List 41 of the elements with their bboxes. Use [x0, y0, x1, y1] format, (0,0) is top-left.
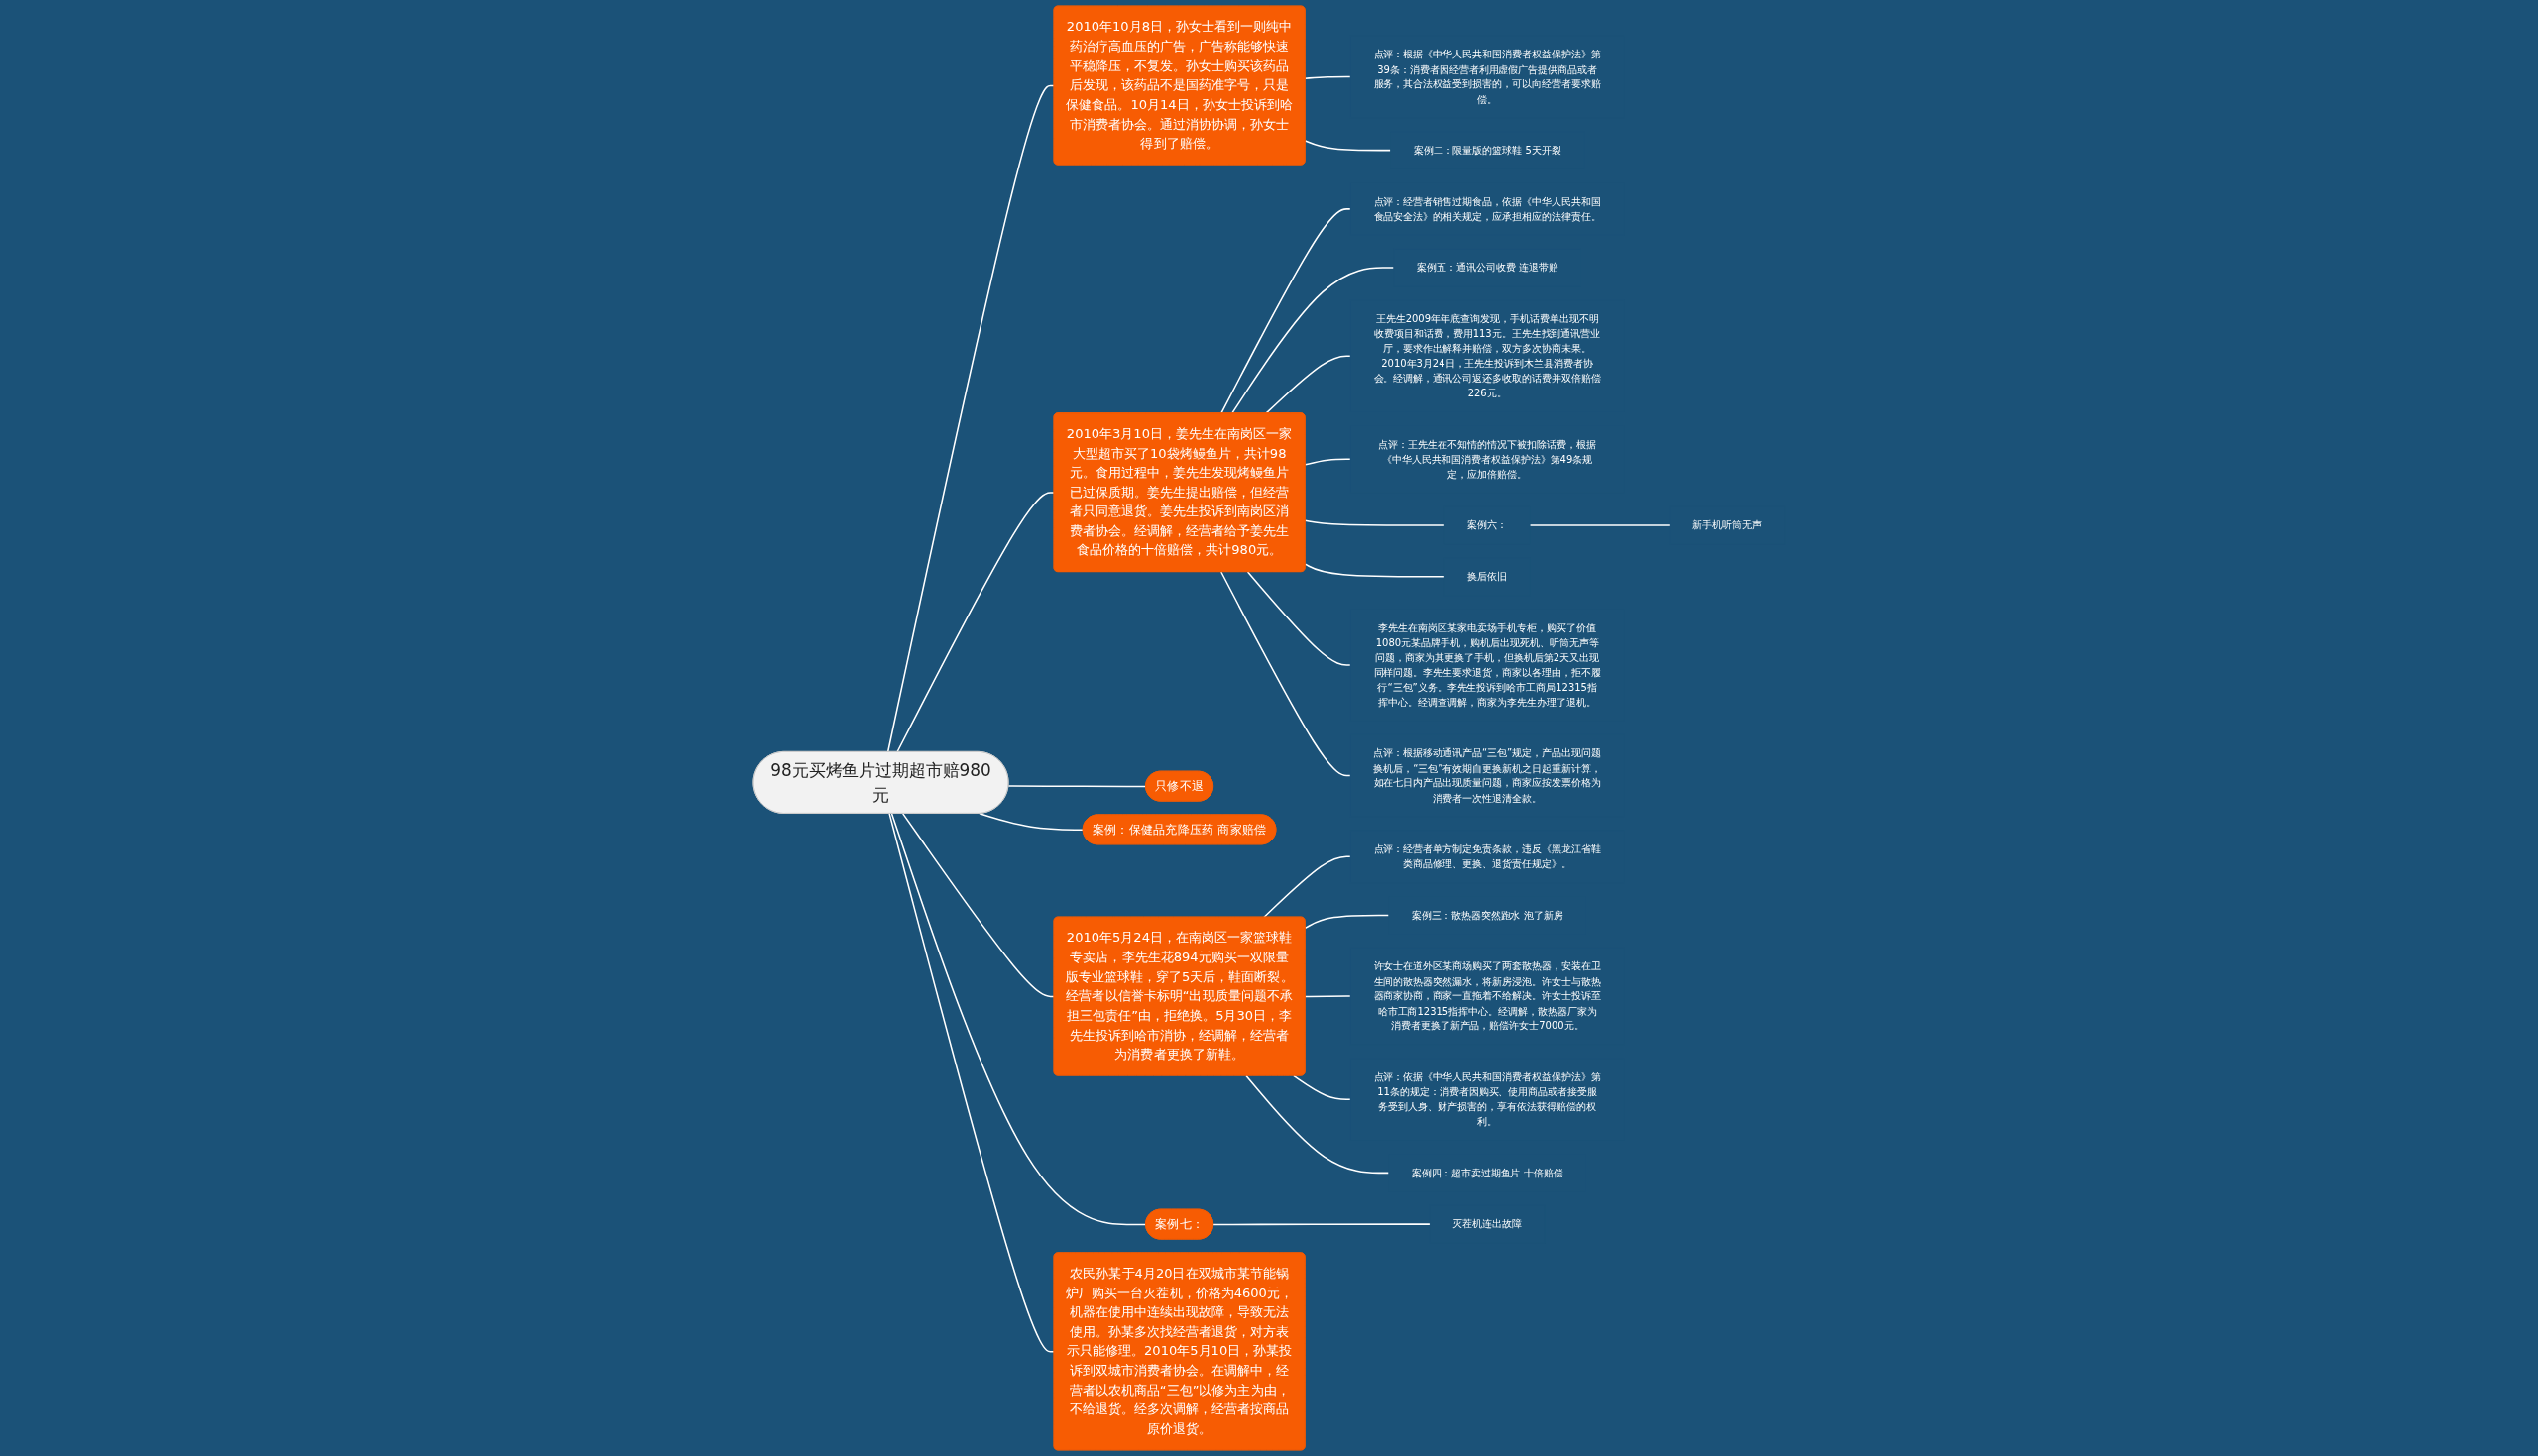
node-text: 案例三：散热器突然跑水 泡了新房: [1411, 909, 1563, 921]
node-text: 点评：王先生在不知情的情况下被扣除话费，根据《中华人民共和国消费者权益保护法》第49条规定，应加倍赔偿。: [1378, 438, 1596, 480]
connector: [1304, 140, 1392, 152]
node-text: 点评：经营者销售过期食品，依据《中华人民共和国食品安全法》的相关规定，应承担相应的法律责任。: [1373, 195, 1601, 222]
connector: [1304, 458, 1351, 466]
connector: [1220, 208, 1351, 414]
node-text: 新手机听筒无声: [1692, 519, 1762, 531]
node-text: 灭茬机连出故障: [1452, 1218, 1523, 1230]
node-text: 许女士在道外区某商场购买了两套散热器，安装在卫生间的散热器突然漏水，将新房浸泡。许女士与散热器商家协商，商家一直拖着不给解决。许女士投诉至哈市工商12315指挥中心。经调解，散热器厂家为消费者更换了新产品，赔偿许女士7000元。: [1373, 960, 1601, 1032]
connector: [888, 813, 1056, 1353]
connector: [1246, 571, 1351, 666]
connector: [1212, 1223, 1432, 1226]
connector: [1263, 855, 1351, 919]
connector: [1265, 355, 1351, 414]
node-text: 案例四：超市卖过期鱼片 十倍赔偿: [1411, 1167, 1563, 1178]
node-text: 点评：经营者单方制定免责条款，违反《黑龙江省鞋类商品修理、更换、退货责任规定》。: [1373, 842, 1601, 870]
node-text: 点评：根据移动通讯产品“三包”规定，产品出现问题换机后，“三包”有效期自更换新机之日起重新计算，如在七日内产品出现质量问题，商家应按发票价格为消费者一次性退清全款。: [1373, 747, 1601, 804]
node-text: 案例五：通讯公司收费 连退带赔: [1416, 262, 1558, 274]
connector: [1293, 1074, 1351, 1100]
connector: [1304, 519, 1445, 526]
node-text: 案例二：限量版的篮球鞋 5天开裂: [1413, 144, 1561, 157]
node-text: 点评：依据《中华人民共和国消费者权益保护法》第11条的规定：消费者因购买、使用商品或者接受服务受到人身、财产损害的，享有依法获得赔偿的权利。: [1373, 1070, 1601, 1128]
node-text: 李先生在南岗区某家电卖场手机专柜，购买了价值1080元某品牌手机，购机后出现死机、听筒无声等问题，商家为其更换了手机，但换机后第2天又出现同样问题。李先生要求退货，商家以各理由，拒不履行“三包”义务。李先生投诉到哈市工商局12315指挥中心。经调查调解，商家为李先生办理了退机。: [1373, 621, 1601, 708]
connector: [1220, 571, 1351, 777]
connector: [1007, 785, 1147, 788]
connector: [1304, 75, 1351, 79]
connector: [890, 813, 1147, 1226]
node-text: 点评：根据《中华人民共和国消费者权益保护法》第39条：消费者因经营者利用虚假广告提供商品或者服务，其合法权益受到损害的，可以向经营者要求赔偿。: [1373, 49, 1601, 105]
connector: [886, 84, 1056, 753]
node-text: 换后依旧: [1467, 570, 1508, 583]
connector: [902, 813, 1056, 998]
connector: [1245, 1074, 1390, 1175]
node-text: 案例六：: [1467, 519, 1508, 531]
node-text: 王先生2009年年底查询发现，手机话费单出现不明收费项目和话费，费用113元。王先生找到通讯营业厅，要求作出解释并赔偿，双方多次协商未果。2010年3月24日，王先生投诉到木兰县消费者协会。经调解，通讯公司返还多收取的话费并双倍赔偿226元。: [1373, 312, 1601, 399]
connector: [896, 492, 1056, 753]
connector: [1529, 524, 1671, 526]
connector: [1230, 267, 1395, 414]
connector: [1304, 563, 1445, 578]
connector: [1304, 995, 1351, 998]
connector: [1304, 914, 1390, 930]
connector: [979, 813, 1085, 831]
